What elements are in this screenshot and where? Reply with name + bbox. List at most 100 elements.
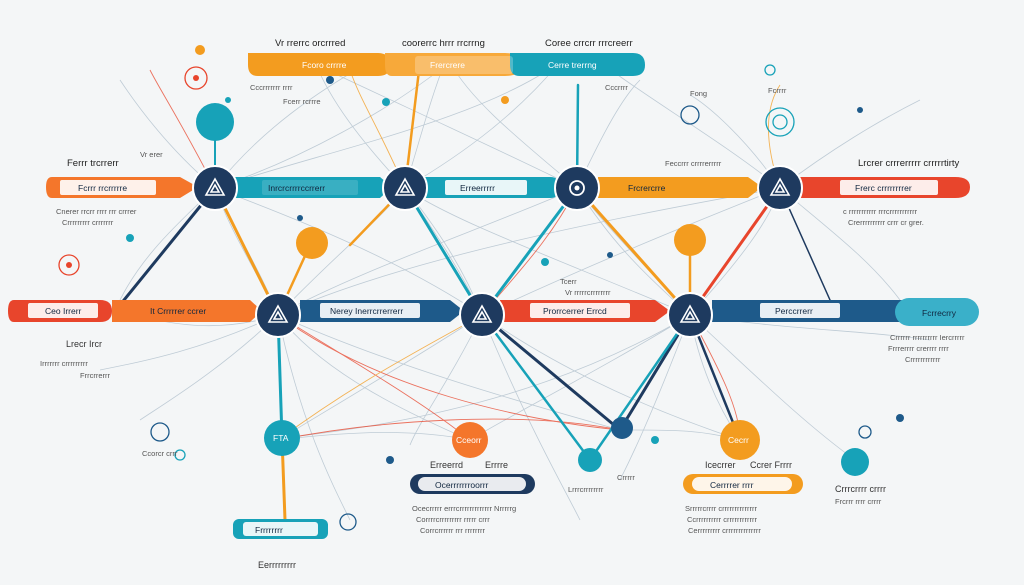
label-mid-right-a: Feccrrr crrrrerrrrr	[665, 159, 722, 168]
label-right-bottom-b: Ccrer Frrrr	[750, 460, 792, 470]
triangle-icon	[204, 177, 226, 196]
hub-node-4	[757, 165, 803, 211]
label-mid-bottom-a: Erreerrd	[430, 460, 463, 470]
circle-label-c: Cecrr	[728, 435, 749, 445]
node-icon	[58, 254, 80, 276]
label-mid-center-b: Vr rrrrrcrrrrrrrr	[565, 288, 611, 297]
annotation-labels: Cccrrrrrrr rrrr Fcerr rcrrre Cccrrrr Fon…	[40, 83, 965, 535]
label-para-br-3: Cerrrrrrrrr crrrrrrrrrrrrrr	[688, 526, 761, 535]
decor-nodes	[58, 64, 904, 531]
triangle-icon	[769, 177, 791, 196]
label-left-para-1: Cnerer rrcrr rrrr rrr crrrer	[56, 207, 137, 216]
bottom-left-label: Frrrrrrrr	[255, 525, 283, 535]
triangle-icon	[679, 304, 701, 323]
label-left-para-2: Crrrrrrrrr crrrrrrr	[62, 218, 114, 227]
row-1-bars: Fcrrr rrcrrrrre Inrcrcrrrrccrrerr Erreer…	[46, 158, 970, 198]
row2-right-pill	[895, 298, 979, 326]
label-right-low-2: Frrrerrrr crerrrr rrrr	[888, 344, 949, 353]
top-bar-label-1: Fcoro crrrre	[302, 60, 347, 70]
row-2-bars: Ceo Irrerr It Crrrrrer ccrer Nerey Inerr…	[8, 298, 979, 326]
orange-circle-1	[296, 227, 328, 259]
teal-circle-top-left	[196, 103, 234, 141]
node-icon	[765, 107, 795, 137]
orange-dot-top-left	[195, 45, 205, 55]
top-bar-orange-2	[385, 53, 525, 76]
label-mid-center-a: Tcerr	[560, 277, 577, 286]
hub-node-7	[667, 292, 713, 338]
row1-mid3-bar	[598, 177, 762, 198]
label-para-br-2: Ccrrrrrrrrrr crrrrrrrrrrrr	[687, 515, 757, 524]
label-top-left-b: Fcerr rcrrre	[283, 97, 321, 106]
bottom-mid-label: Ocerrrrrrroorrr	[435, 480, 489, 490]
label-right-low-3: Crrrrrrrrrrrr	[905, 355, 941, 364]
row2-left-bar-2	[112, 300, 262, 322]
row1-right-label: Frerc crrrrrrrrer	[855, 183, 912, 193]
label-bottom-left: Ccorcr crrr	[142, 449, 178, 458]
row1-mid1-bar	[232, 177, 392, 198]
teal-circle-mid	[264, 420, 300, 456]
bottom-right-label: Cerrrrer rrrr	[710, 480, 754, 490]
node-icon	[339, 513, 357, 531]
hub-node-2	[382, 165, 428, 211]
circle-label-b: Cceorr	[456, 435, 482, 445]
label-para-bottom-2: Corrrrcrrrrrrrrr rrrrr crrr	[416, 515, 490, 524]
triangle-icon	[394, 177, 416, 196]
triangle-icon	[267, 304, 289, 323]
top-bar-row: Fcoro crrrre Frercrere Cerre trerrng Vr …	[248, 38, 645, 76]
node-icon	[858, 425, 872, 439]
row2-mid2-label: Prorrcerrer Errcd	[543, 306, 607, 316]
node-icon	[184, 66, 208, 90]
bottom-bars: Ocerrrrrrroorrr Cerrrrer rrrr Frrrrrrrr …	[233, 474, 803, 570]
top-bar-teal	[510, 53, 645, 76]
row2-left-bar-label: Ceo Irrerr	[45, 306, 82, 316]
hub-node-6	[459, 292, 505, 338]
label-left-low-1: Lrecr Ircr	[66, 339, 102, 349]
row1-right-heading: Lrcrer crrrerrrrr crrrrrtirty	[858, 158, 960, 169]
label-top-left-a: Cccrrrrrrr rrrr	[250, 83, 293, 92]
row1-mid1-label: Inrcrcrrrrccrrerr	[268, 183, 325, 193]
node-icon	[150, 422, 170, 442]
top-bar-label-2: Frercrere	[430, 60, 465, 70]
node-icon	[680, 105, 700, 125]
row1-left-heading: Ferrr trcrrerr	[67, 158, 119, 169]
label-mid-bottom-c: Lrrrcrrrrrrrr	[568, 485, 604, 494]
colored-circles: FTA Cceorr Cecrr	[195, 45, 869, 476]
label-right-low-1: Crrrrrr rrrrrrrrrr Iercrrrrr	[890, 333, 965, 342]
top-heading-2: coorerrc hrrr rrcrrng	[402, 38, 485, 49]
label-mid-bottom-b: Errrre	[485, 460, 508, 470]
circle-label-a: FTA	[273, 433, 289, 443]
orange-circle-3	[452, 422, 488, 458]
accent-connections	[149, 69, 781, 441]
teal-circle-small	[578, 448, 602, 472]
hub-node-3	[554, 165, 600, 211]
teal-circle-right	[841, 448, 869, 476]
label-top-right-b: Fcrrrr	[768, 86, 787, 95]
orange-circle-2	[674, 224, 706, 256]
label-far-right-2: Frcrrr rrrr crrrr	[835, 497, 882, 506]
top-heading-1: Vr rrerrc orcrrred	[275, 38, 345, 49]
ring-icon	[569, 180, 585, 196]
label-para-bottom-1: Ocecrrrrr errrcrrrrrrrrrrrrr Nrrrrrg	[412, 504, 516, 513]
label-top-mid: Cccrrrr	[605, 83, 628, 92]
hub-node-1	[192, 165, 238, 211]
row1-left-label: Fcrrr rrcrrrrre	[78, 183, 127, 193]
top-bar-label-3: Cerre trerrng	[548, 60, 597, 70]
row1-mid3-label: Frcrercrre	[628, 183, 666, 193]
row2-right-pill-label: Fcrrecrry	[922, 308, 957, 318]
top-bar-orange	[248, 53, 392, 76]
bottom-footer-label: Eerrrrrrrrr	[258, 560, 296, 570]
label-right-bottom-a: Icecrrer	[705, 460, 736, 470]
hub-node-5	[255, 292, 301, 338]
label-top-right-a: Fong	[690, 89, 707, 98]
row2-left-label: It Crrrrrer ccrer	[150, 306, 206, 316]
navy-circle-small	[611, 417, 633, 439]
label-left-low-3: Frrcrrerrr	[80, 371, 110, 380]
hub-nodes	[192, 165, 803, 338]
label-right-para-1: c rrrrrrrrrrr rrrcrrrrrrrrrrr	[843, 207, 918, 216]
label-far-right-1: Crrrcrrrr crrrr	[835, 484, 886, 494]
label-left-low-2: Irrrrrrr crrrrrrrrr	[40, 359, 88, 368]
row2-right-label: Perccrrerr	[775, 306, 813, 316]
row2-mid1-label: Nerey Inerrcrrerrerr	[330, 306, 403, 316]
